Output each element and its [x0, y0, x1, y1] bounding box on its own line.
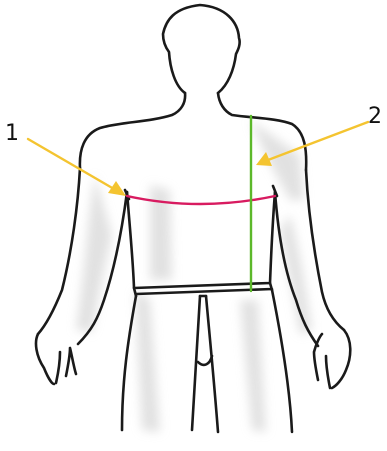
chest-measurement-line: [127, 196, 275, 204]
callout-number-1: 1: [5, 121, 19, 146]
left-hand: [36, 334, 76, 384]
trousers-left-outer: [122, 296, 136, 430]
callout-arrow-1: [28, 139, 126, 196]
right-arm-outer: [306, 170, 344, 330]
torso-left-side: [127, 192, 134, 288]
trousers-right-outer: [272, 290, 292, 432]
head-outline: [163, 5, 240, 93]
body-outline: [36, 5, 350, 432]
callout-number-2: 2: [368, 104, 382, 129]
left-arm-outer: [38, 168, 80, 334]
neck-left: [80, 93, 185, 168]
torso-right-side: [270, 192, 275, 283]
right-hand: [314, 330, 350, 388]
